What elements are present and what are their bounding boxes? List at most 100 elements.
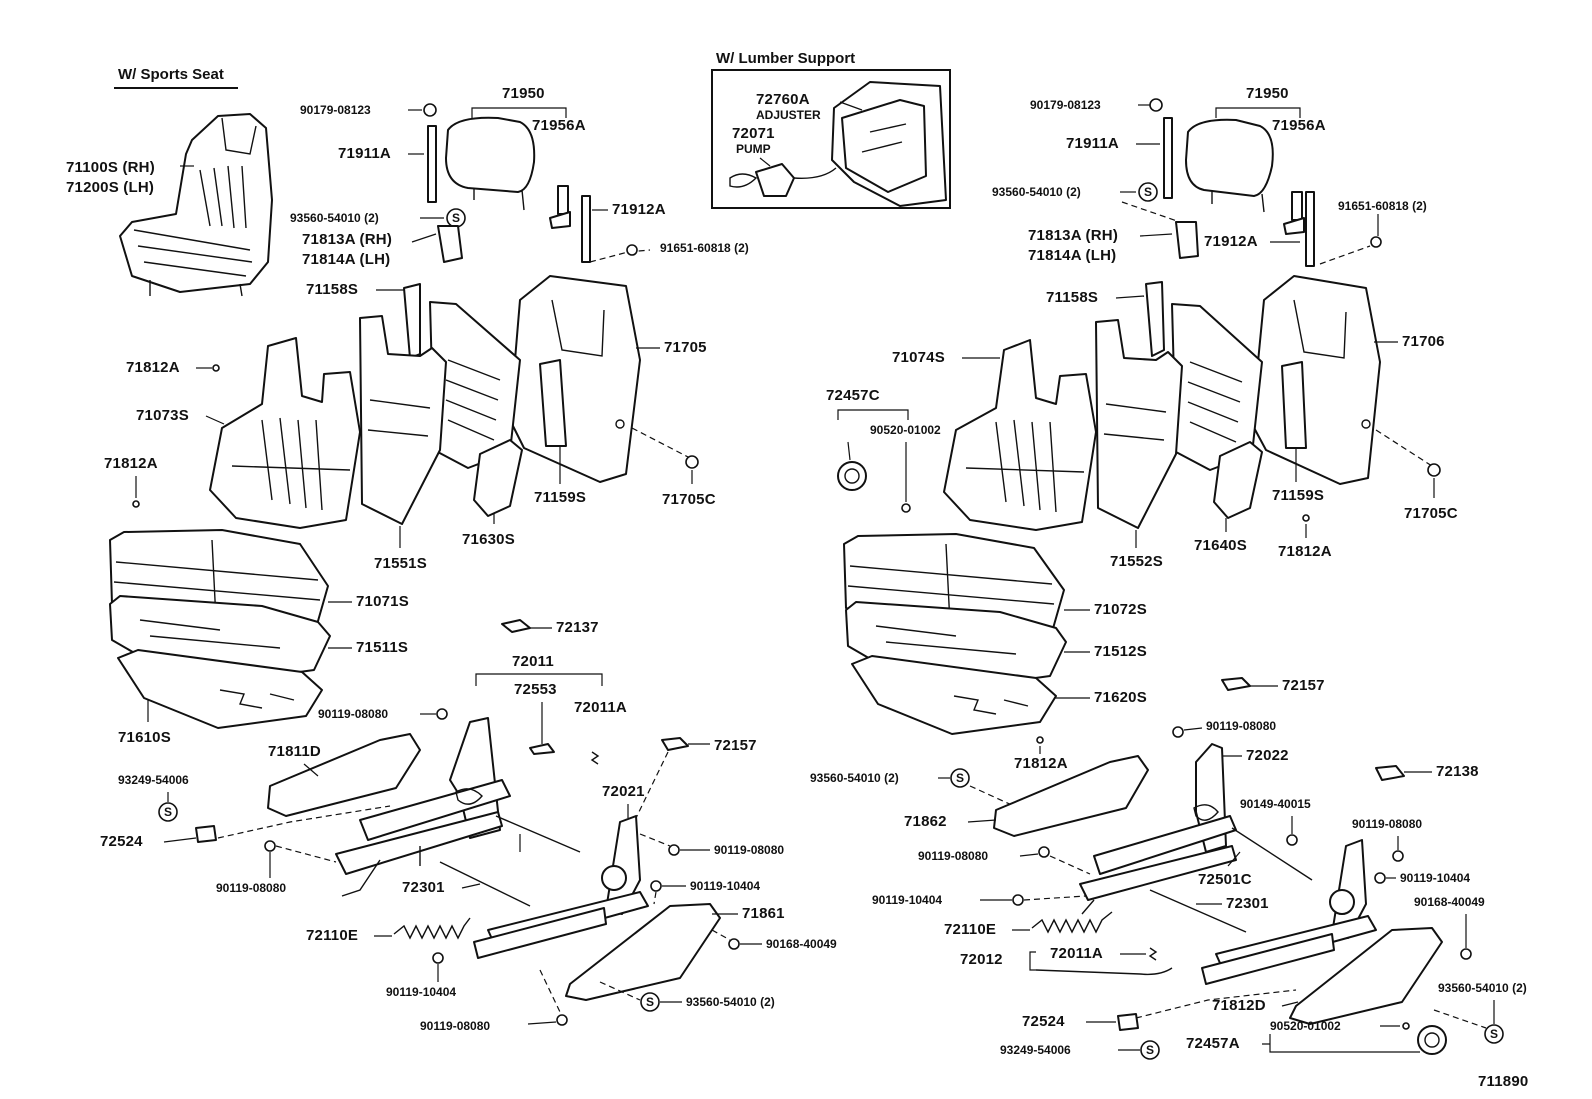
label-90168-left: 90168-40049 [766, 937, 837, 951]
seat-back-cover-right [943, 339, 1097, 531]
label-72760A: 72760A [756, 91, 810, 108]
label-90179-right: 90179-08123 [1030, 98, 1101, 112]
knob-72457C-right [837, 461, 867, 491]
label-72022-right: 72022 [1246, 747, 1289, 764]
side-cover-71861-left [565, 903, 721, 1001]
cap-72524-right [1117, 1013, 1139, 1031]
label-71100S: 71100S (RH) [66, 159, 155, 176]
lumber-support-inset [711, 69, 951, 209]
headrest-bracket-left [437, 225, 463, 263]
cover-72138-right [1375, 765, 1405, 781]
s-symbol-3-right-icon [1484, 1024, 1504, 1044]
label-90520-b-right: 90520-01002 [1270, 1019, 1341, 1033]
label-90168-right: 90168-40049 [1414, 895, 1485, 909]
headrest-guide-left [549, 185, 571, 229]
label-72553-left: 72553 [514, 681, 557, 698]
label-93560-c-right: 93560-54010 (2) [1438, 981, 1527, 995]
lower-bracket-right [1281, 361, 1307, 449]
bolt-90119-b-icon [668, 844, 680, 856]
label-72524-right: 72524 [1022, 1013, 1065, 1030]
bolt-90119-c-right-icon [1038, 846, 1050, 858]
clip-90520-a-icon [901, 503, 911, 513]
label-90119-b-right: 90119-08080 [1352, 817, 1422, 831]
back-board-right [1213, 441, 1263, 519]
label-72110E-right: 72110E [944, 921, 996, 938]
headrest-bracket-right [1175, 221, 1199, 259]
clip-71812A-right-icon [1302, 514, 1310, 522]
s-symbol-3-icon [640, 992, 660, 1012]
label-90520-a-right: 90520-01002 [870, 423, 941, 437]
knob-72553-left [529, 743, 555, 755]
svg-text:S: S [164, 805, 172, 819]
label-71552S-right: 71552S [1110, 553, 1163, 570]
label-71512S-right: 71512S [1094, 643, 1147, 660]
label-71862-right: 71862 [904, 813, 947, 830]
label-71956A-left: 71956A [532, 117, 586, 134]
label-71071S-left: 71071S [356, 593, 409, 610]
svg-text:S: S [646, 995, 654, 1009]
label-71950-right: 71950 [1246, 85, 1289, 102]
side-cover-71811D-left [267, 733, 421, 817]
seat-back-cover-left [209, 337, 361, 529]
label-90119-d-left: 90119-08080 [420, 1019, 490, 1033]
label-90119-a-right: 90119-08080 [1206, 719, 1276, 733]
rod-72501C-right [1231, 827, 1313, 881]
bolt-icon [626, 244, 638, 256]
spring-72011A-left [590, 751, 600, 765]
clip-90520-b-right-icon [1402, 1022, 1410, 1030]
cable-72012-right [1035, 967, 1173, 976]
label-93249-a-left: 93249-54006 [118, 773, 189, 787]
link-72301-right [1149, 889, 1247, 933]
bolt-90119-b-right-icon [1392, 850, 1404, 862]
bolt-90119-a-icon [436, 708, 448, 720]
headrest-stay-2-left [581, 195, 591, 263]
bolt-91651-right-icon [1370, 236, 1382, 248]
spring-72110E-left [393, 917, 471, 940]
label-71812D-right: 71812D [1212, 997, 1266, 1014]
bolt-10404-a-icon [650, 880, 662, 892]
svg-text:S: S [452, 211, 460, 225]
label-72138-right: 72138 [1436, 763, 1479, 780]
bolt-90119-d-icon [556, 1014, 568, 1026]
label-72011A-left: 72011A [574, 699, 627, 716]
label-91651-left: 91651-60818 (2) [660, 241, 749, 255]
cover-72137-left [501, 619, 531, 633]
label-90119-a-left: 90119-08080 [318, 707, 388, 721]
cover-72157-right [1221, 677, 1251, 691]
link-72301-left [439, 861, 531, 907]
knob-72457A-right [1417, 1025, 1447, 1055]
s-symbol-2-right-icon [950, 768, 970, 788]
label-90149-right: 90149-40015 [1240, 797, 1311, 811]
complete-sports-seat [119, 113, 273, 297]
label-71705-left: 71705 [664, 339, 707, 356]
label-93560-b-left: 93560-54010 (2) [686, 995, 775, 1009]
bolt-90149-right-icon [1286, 834, 1298, 846]
label-72501C-right: 72501C [1198, 871, 1252, 888]
label-71620S-right: 71620S [1094, 689, 1147, 706]
label-91651-right: 91651-60818 (2) [1338, 199, 1427, 213]
bolt-71705C-right-icon [1427, 463, 1441, 477]
headrest-guide-right [1283, 191, 1305, 235]
cushion-frame-right [851, 655, 1057, 735]
label-90179-left: 90179-08123 [300, 103, 371, 117]
label-71706-right: 71706 [1402, 333, 1445, 350]
cushion-frame-left [117, 649, 323, 729]
label-71812A-a-right: 71812A [1278, 543, 1332, 560]
label-71200S: 71200S (LH) [66, 179, 154, 196]
label-93560-b-right: 93560-54010 (2) [810, 771, 899, 785]
label-72137-left: 72137 [556, 619, 599, 636]
svg-text:S: S [1146, 1043, 1154, 1057]
label-71813A-left: 71813A (RH) [302, 231, 392, 248]
label-90119-10404-b-right: 90119-10404 [872, 893, 942, 907]
svg-text:S: S [956, 771, 964, 785]
label-93560-a-left: 93560-54010 (2) [290, 211, 379, 225]
label-71813A-right: 71813A (RH) [1028, 227, 1118, 244]
heading-sports-seat: W/ Sports Seat [118, 66, 224, 83]
svg-text:S: S [1490, 1027, 1498, 1041]
headrest-right [1185, 118, 1274, 213]
label-71956A-right: 71956A [1272, 117, 1326, 134]
frame-bracket-right [1145, 281, 1165, 357]
lumber-support-drawing [729, 81, 947, 207]
label-adjuster: ADJUSTER [756, 108, 821, 122]
label-71158S-right: 71158S [1046, 289, 1098, 306]
